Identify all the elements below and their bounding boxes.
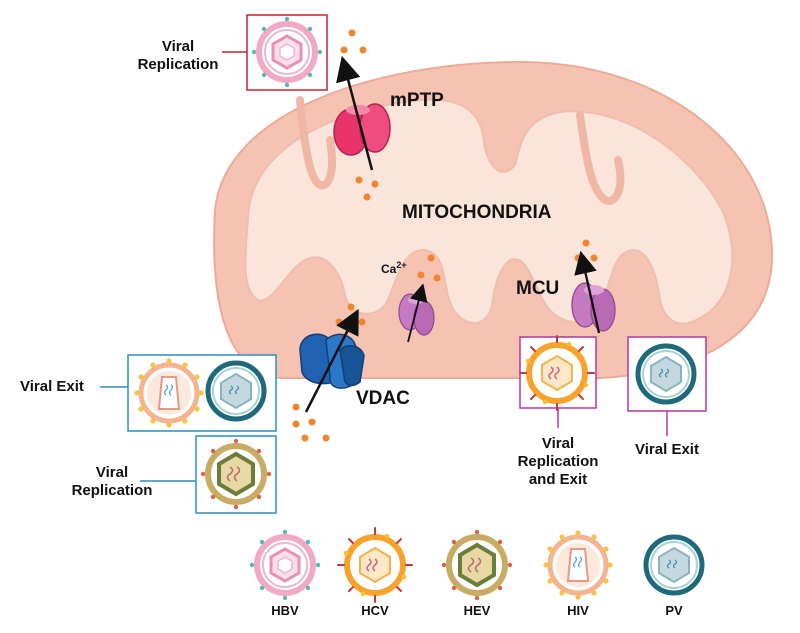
vdac-label: VDAC [356, 388, 410, 409]
pv-virus-icon [208, 363, 264, 419]
callout-connectors [100, 51, 668, 482]
calcium-arrow [407, 283, 428, 343]
calcium-charge: 2+ [396, 260, 407, 270]
left-exit-label: Viral Exit [20, 378, 84, 395]
hcv-virus-icon [520, 336, 594, 410]
legend-hbv-label: HBV [271, 603, 299, 618]
legend-hiv-label: HIV [567, 603, 589, 618]
mptp-label: mPTP [390, 90, 444, 111]
top-callout-label: Viral Replication [137, 38, 219, 73]
legend-pv-icon [646, 537, 702, 593]
left-replication-label: Viral Replication [71, 464, 153, 499]
vdac-channel [299, 333, 365, 389]
legend-hev-label: HEV [463, 603, 491, 618]
vdac-arrow [304, 308, 359, 413]
calcium-label: Ca2+ [381, 260, 407, 276]
calcium-symbol: Ca [381, 262, 397, 276]
middle-callout-label: Viral Replication and Exit [517, 435, 599, 488]
legend-hiv-icon [543, 530, 612, 599]
mptp-arrow [336, 55, 374, 171]
legend-hcv-icon [338, 528, 412, 602]
mcu-arrow [574, 250, 601, 334]
mcu-label: MCU [516, 278, 560, 299]
organelle-label: MITOCHONDRIA [402, 202, 552, 223]
legend-hbv-icon [250, 530, 320, 600]
pv-virus-icon [638, 346, 694, 402]
legend-pv-label: PV [665, 603, 683, 618]
legend-hcv-label: HCV [361, 603, 389, 618]
right-callout-label: Viral Exit [635, 441, 699, 458]
legend-hev-icon [442, 530, 512, 600]
